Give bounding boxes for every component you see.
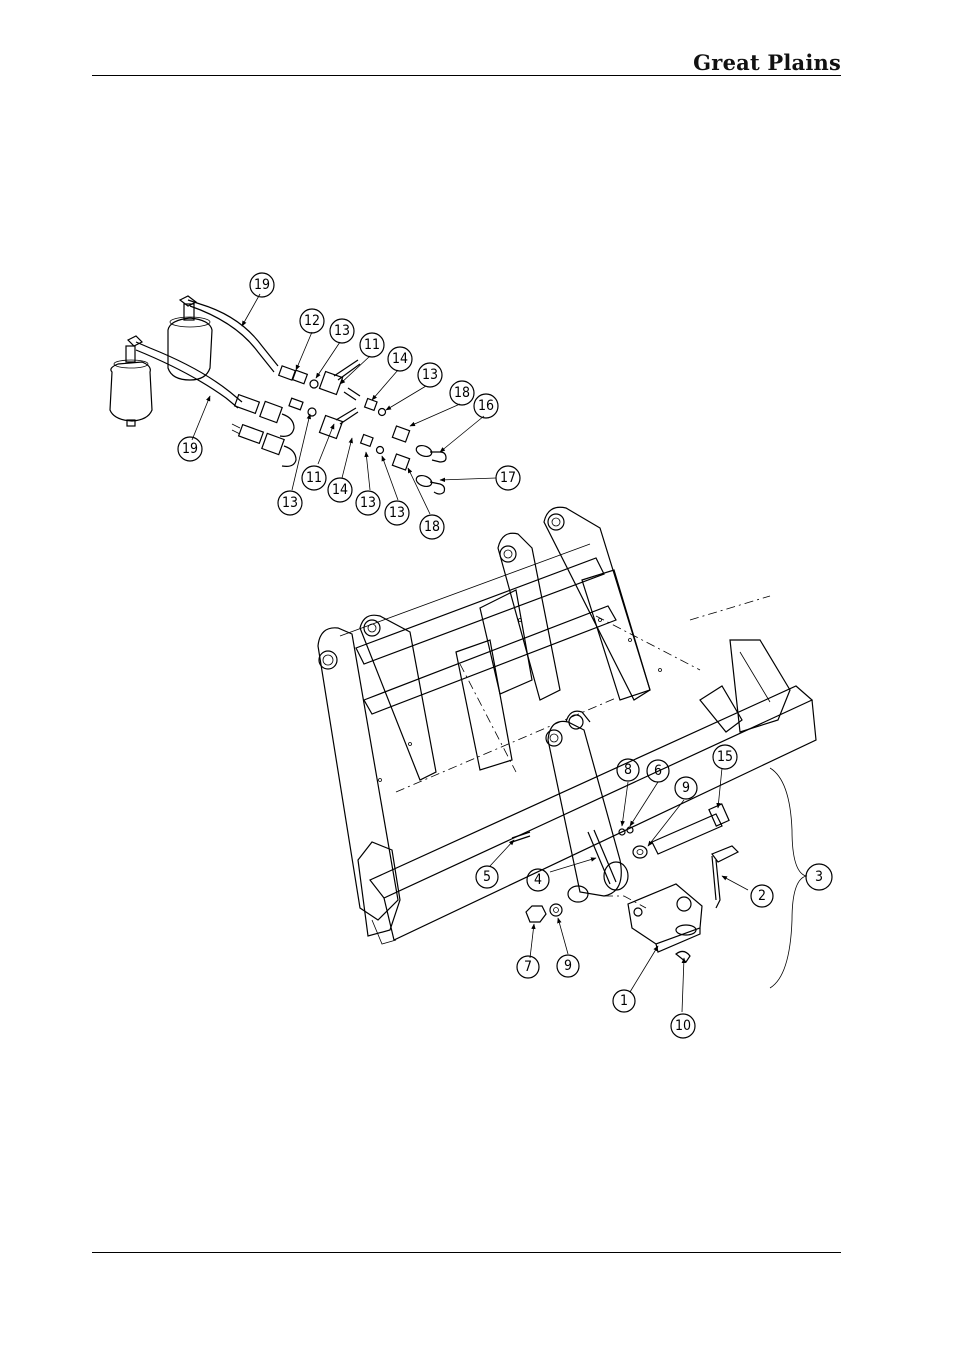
callout-1: 1 xyxy=(613,990,635,1012)
callout-14b: 14 xyxy=(328,478,352,502)
svg-text:11: 11 xyxy=(364,337,380,353)
svg-text:15: 15 xyxy=(717,749,733,765)
svg-text:1: 1 xyxy=(620,993,628,1009)
svg-text:19: 19 xyxy=(182,441,198,457)
callout-19a: 19 xyxy=(250,273,274,297)
svg-text:12: 12 xyxy=(304,313,320,329)
callout-16: 16 xyxy=(474,394,498,418)
svg-text:13: 13 xyxy=(334,323,350,339)
svg-text:18: 18 xyxy=(454,385,470,401)
svg-text:10: 10 xyxy=(675,1018,691,1034)
hydraulic-assembly xyxy=(110,296,446,494)
svg-text:13: 13 xyxy=(422,367,438,383)
callout-3: 3 xyxy=(806,864,832,890)
callout-13b: 13 xyxy=(418,363,442,387)
svg-text:18: 18 xyxy=(424,519,440,535)
callout-11a: 11 xyxy=(360,333,384,357)
svg-text:7: 7 xyxy=(524,959,532,975)
svg-text:2: 2 xyxy=(758,888,766,904)
svg-text:9: 9 xyxy=(564,958,572,974)
svg-text:13: 13 xyxy=(360,495,376,511)
callout-18a: 18 xyxy=(450,381,474,405)
svg-text:19: 19 xyxy=(254,277,270,293)
right-lift-arm xyxy=(544,507,650,700)
callout-7: 7 xyxy=(517,956,539,978)
pin-15 xyxy=(652,814,722,854)
svg-text:3: 3 xyxy=(815,869,823,885)
callout-17: 17 xyxy=(496,466,520,490)
nut-7 xyxy=(526,906,546,922)
callout-19b: 19 xyxy=(178,437,202,461)
callout-14a: 14 xyxy=(388,347,412,371)
callout-2: 2 xyxy=(751,885,773,907)
callout-9b: 9 xyxy=(557,955,579,977)
accumulator-left xyxy=(110,336,152,426)
svg-text:11: 11 xyxy=(306,470,322,486)
svg-text:8: 8 xyxy=(624,762,632,778)
callout-5: 5 xyxy=(476,866,498,888)
callout-11b: 11 xyxy=(302,466,326,490)
callout-13e: 13 xyxy=(385,501,409,525)
svg-text:9: 9 xyxy=(682,780,690,796)
callout-4: 4 xyxy=(527,869,549,891)
brace-3 xyxy=(770,768,806,988)
callout-10: 10 xyxy=(671,1014,695,1038)
svg-text:14: 14 xyxy=(392,351,408,367)
lynch-pin xyxy=(716,860,720,908)
callout-18b: 18 xyxy=(420,515,444,539)
main-beam xyxy=(370,686,812,898)
callout-13d: 13 xyxy=(356,491,380,515)
callout-12: 12 xyxy=(300,309,324,333)
main-frame xyxy=(318,507,816,944)
hitch-parts xyxy=(512,768,806,988)
callout-8: 8 xyxy=(617,759,639,781)
left-end-plate xyxy=(318,628,398,920)
svg-text:6: 6 xyxy=(654,763,662,779)
callout-13c: 13 xyxy=(278,491,302,515)
svg-text:4: 4 xyxy=(534,872,542,888)
callout-bubbles: 19 12 13 11 14 13 18 16 19 17 11 13 14 1… xyxy=(178,273,832,1038)
hose-lower xyxy=(136,342,242,402)
svg-text:13: 13 xyxy=(282,495,298,511)
svg-text:16: 16 xyxy=(478,398,494,414)
svg-text:14: 14 xyxy=(332,482,348,498)
callout-6: 6 xyxy=(647,760,669,782)
clevis xyxy=(628,884,702,944)
svg-text:13: 13 xyxy=(389,505,405,521)
callout-15: 15 xyxy=(713,745,737,769)
svg-text:17: 17 xyxy=(500,470,516,486)
svg-text:5: 5 xyxy=(483,869,491,885)
callout-13a: 13 xyxy=(330,319,354,343)
fitting-row-lower xyxy=(232,395,445,494)
callout-9a: 9 xyxy=(675,777,697,799)
fitting-row-upper xyxy=(279,360,446,462)
